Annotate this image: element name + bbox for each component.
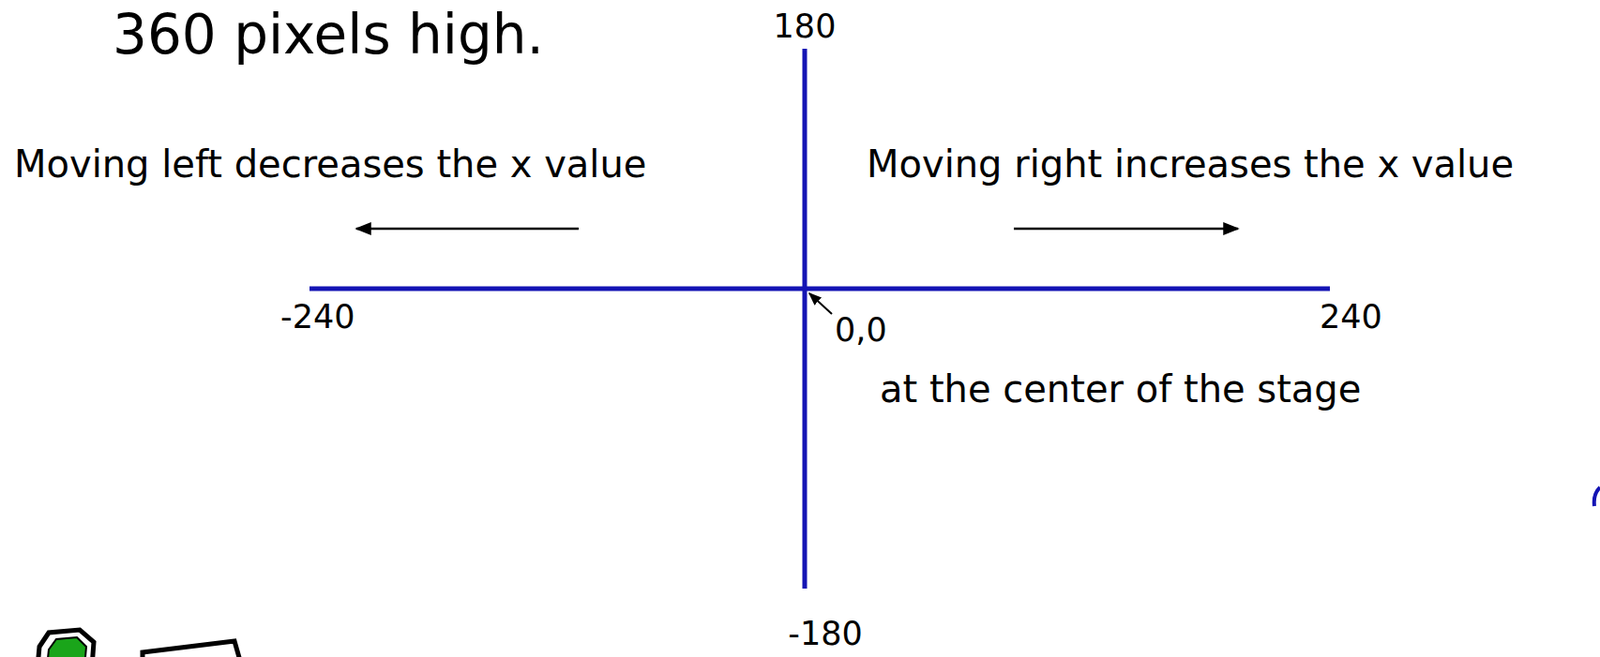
direction-note: Moving left decreases the x value	[14, 142, 647, 186]
axis-value: 240	[1319, 298, 1383, 336]
y-axis	[802, 48, 808, 589]
edge-mark	[1594, 487, 1600, 507]
flag-icon	[37, 630, 242, 657]
direction-note: Moving right increases the x value	[866, 142, 1514, 186]
right-arrow	[1013, 227, 1238, 231]
origin-leader	[809, 293, 832, 315]
heading-text: 360 pixels high.	[112, 3, 544, 67]
origin-label: 0,0	[834, 311, 888, 349]
axis-value: -240	[280, 298, 355, 336]
x-axis	[309, 286, 1330, 292]
axis-value: 180	[773, 7, 837, 46]
axis-value: -180	[787, 615, 862, 653]
origin-note: at the center of the stage	[879, 367, 1361, 411]
left-arrow	[356, 227, 579, 231]
